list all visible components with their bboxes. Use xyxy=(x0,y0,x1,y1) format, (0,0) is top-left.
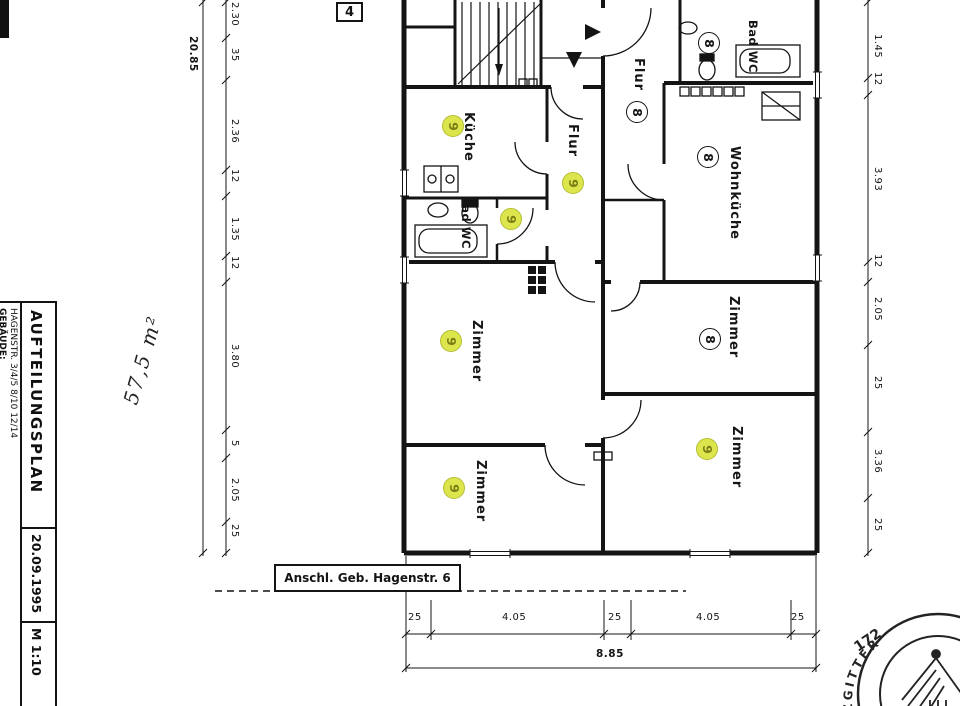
entrance-arrow-icon xyxy=(566,52,582,68)
titleblock-border xyxy=(0,301,57,303)
room-label-zimmer: Zimmer xyxy=(729,426,744,489)
dim-label: 12 xyxy=(229,169,240,183)
unit-badge: 8 xyxy=(626,101,648,123)
kitchen-unit xyxy=(761,91,801,121)
entrance-arrows xyxy=(566,24,601,68)
building-address: HAGENSTR. 3/4/5 8/10 12/14 xyxy=(8,308,18,439)
room-label-zimmer: Zimmer xyxy=(469,320,484,383)
dim-label: 3.80 xyxy=(229,344,240,369)
toilet xyxy=(461,198,479,224)
dim-label: 2.05 xyxy=(872,297,883,322)
unit-number: 9 xyxy=(445,121,461,131)
dim-label: 4.05 xyxy=(696,612,721,623)
dim-label: 25 xyxy=(608,612,622,623)
dim-label: 12 xyxy=(229,256,240,270)
dim-label: 25 xyxy=(872,376,883,390)
unit-number: 8 xyxy=(701,38,717,48)
dim-label: 12 xyxy=(872,254,883,268)
unit-badge: 9 xyxy=(443,477,465,499)
unit-badge: 9 xyxy=(696,438,718,460)
unit-number: 9 xyxy=(446,483,462,493)
interior-walls xyxy=(404,57,817,447)
dim-label: 25 xyxy=(229,524,240,538)
staircase xyxy=(457,2,541,85)
dim-label: 4.05 xyxy=(502,612,527,623)
dim-label: 5 xyxy=(229,440,240,447)
glass-block-row xyxy=(679,86,745,97)
dim-label: 2.30 xyxy=(229,2,240,27)
fixtures xyxy=(414,21,801,461)
dimension-lines xyxy=(198,0,873,673)
unit-badge: 9 xyxy=(500,208,522,230)
unit-badge: 8 xyxy=(697,146,719,168)
unit-badge: 9 xyxy=(442,115,464,137)
adjoining-building-note: Anschl. Geb. Hagenstr. 6 xyxy=(274,564,461,592)
dim-label: 1.45 xyxy=(872,34,883,59)
dim-label: 1.35 xyxy=(229,217,240,242)
bathtub xyxy=(735,44,801,78)
entrance-arrow-icon xyxy=(585,24,601,40)
unit-badge: 8 xyxy=(699,328,721,350)
unit-badge: 9 xyxy=(440,330,462,352)
unit-number: 8 xyxy=(700,152,716,162)
titleblock-border xyxy=(20,527,57,529)
unit-badge: 8 xyxy=(698,32,720,54)
titleblock-border xyxy=(20,301,22,706)
toilet xyxy=(698,53,716,81)
dim-label: 3.93 xyxy=(872,167,883,192)
washbasin xyxy=(678,21,698,35)
unit-number: 9 xyxy=(565,178,581,188)
dim-left-total: 20.85 xyxy=(187,36,199,72)
window-marks xyxy=(400,71,822,558)
stamp-eagle xyxy=(901,649,960,706)
unit-number: 9 xyxy=(503,214,519,224)
unit-badge: 9 xyxy=(562,172,584,194)
dim-label: 25 xyxy=(872,518,883,532)
room-label-zimmer: Zimmer xyxy=(726,296,741,359)
dim-label: 25 xyxy=(791,612,805,623)
plan-date: 20.09.1995 xyxy=(29,534,44,614)
titleblock-border xyxy=(55,301,57,706)
room-label-zimmer: Zimmer xyxy=(473,460,488,523)
official-stamp: SALZGITTER 172 xyxy=(841,612,960,706)
stair-direction-arrow xyxy=(495,64,503,76)
room-label-kueche: Küche xyxy=(461,112,476,162)
scan-artifact xyxy=(0,0,9,38)
dim-label: 2.05 xyxy=(229,478,240,503)
dim-label: 12 xyxy=(872,72,883,86)
unit-number: 8 xyxy=(702,334,718,344)
dim-label: 2.36 xyxy=(229,119,240,144)
shaft-symbol xyxy=(518,78,613,461)
building-label: GEBÄUDE: xyxy=(0,308,7,360)
room-label-flur: Flur xyxy=(631,58,646,92)
unit-number: 9 xyxy=(699,444,715,454)
dim-label: 25 xyxy=(408,612,422,623)
room-label-flur: Flur xyxy=(565,124,580,158)
door-arcs xyxy=(496,7,665,486)
washbasin xyxy=(427,202,449,218)
room-label-bad-wc: Bad WC xyxy=(459,196,473,249)
exterior-walls xyxy=(401,0,820,556)
titleblock-border xyxy=(20,621,57,623)
chimney-shaft xyxy=(528,266,546,294)
dim-label: 35 xyxy=(229,48,240,62)
unit-number: 9 xyxy=(443,336,459,346)
dim-label: 3.36 xyxy=(872,449,883,474)
dim-bottom-total: 8.85 xyxy=(596,648,624,660)
plan-scale: M 1:10 xyxy=(29,628,44,676)
bathtub xyxy=(414,224,488,258)
room-label-wohnkueche: Wohnküche xyxy=(727,146,742,240)
plan-title: AUFTEILUNGSPLAN xyxy=(27,310,45,494)
room-label-bad-wc: Bad WC xyxy=(746,20,760,73)
kitchen-sink xyxy=(423,165,459,193)
sheet-number-box: 4 xyxy=(336,2,363,22)
unit-number: 8 xyxy=(629,107,645,117)
